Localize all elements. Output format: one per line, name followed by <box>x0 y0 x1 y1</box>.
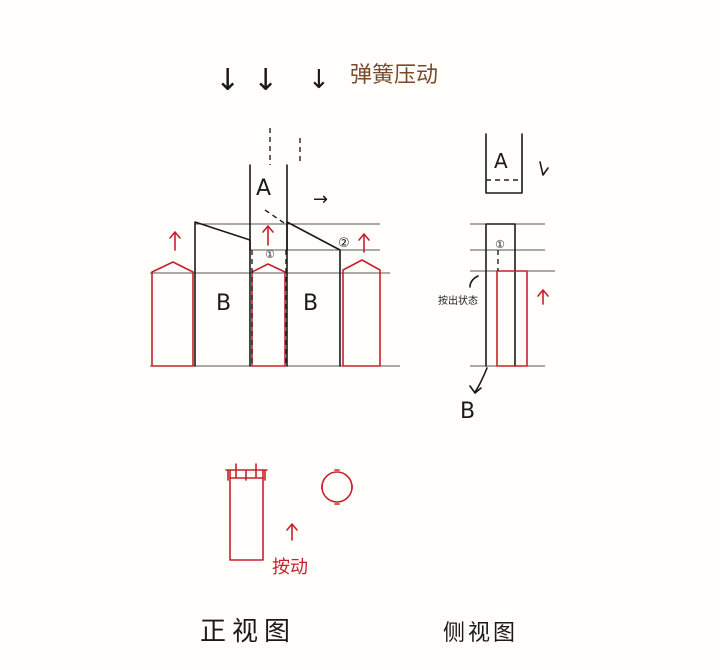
side-view-title: 侧视图 <box>443 621 518 646</box>
down-arrows: ↓ ↓ ↓ <box>215 63 330 98</box>
front-label-b-left: B <box>216 291 231 316</box>
side-red-pin <box>496 270 528 367</box>
side-a-down-arrow <box>539 161 549 176</box>
press-up-arrow <box>286 523 298 541</box>
ring-notches <box>321 469 353 505</box>
down-arrow-3: ↓ <box>308 65 330 95</box>
b-right-outline <box>286 221 341 367</box>
front-piece-a: A <box>249 128 301 251</box>
red-pin-left <box>151 261 194 367</box>
annotation-pointer <box>469 275 479 288</box>
down-arrow-1: ↓ <box>215 63 240 98</box>
front-label-b-right: B <box>303 291 318 316</box>
red-pin-right <box>342 259 381 367</box>
front-block-b-left: B <box>194 221 251 367</box>
spring-press-caption: 弹簧压动 <box>350 63 438 88</box>
front-up-arrows <box>169 225 370 253</box>
side-block-b: ① 按出状态 B <box>438 223 549 424</box>
ring-circle <box>321 471 353 503</box>
side-label-a: A <box>494 149 508 173</box>
red-pin-center <box>251 263 286 367</box>
side-piece-a: A <box>485 133 549 194</box>
pin-sketch-body <box>229 469 264 561</box>
front-label-a: A <box>256 176 271 201</box>
down-arrow-2: ↓ <box>253 63 278 98</box>
red-ring-sketch <box>321 469 353 505</box>
slide-right-arrow: → <box>313 189 328 210</box>
up-arrow-left <box>169 231 181 251</box>
side-a-outline <box>485 133 523 194</box>
press-action-label: 按动 <box>272 557 308 578</box>
side-marker-1: ① <box>495 238 505 251</box>
side-b-outline <box>485 223 516 367</box>
front-block-b-right: B <box>286 221 341 367</box>
front-marker-1: ① <box>265 248 275 261</box>
side-b-pointer <box>469 367 488 394</box>
front-marker-2: ② <box>338 236 350 251</box>
b-left-outline <box>194 221 251 367</box>
side-label-b: B <box>460 399 475 424</box>
side-up-arrow <box>537 289 549 305</box>
pin-sketch-top <box>225 463 268 481</box>
up-arrow-right <box>358 233 370 253</box>
pressed-state-label: 按出状态 <box>438 294 478 307</box>
front-view-title: 正视图 <box>200 617 296 647</box>
a-dash-slant <box>264 209 288 226</box>
red-pin-sketch: 按动 <box>225 463 308 578</box>
up-arrow-center <box>262 225 274 246</box>
